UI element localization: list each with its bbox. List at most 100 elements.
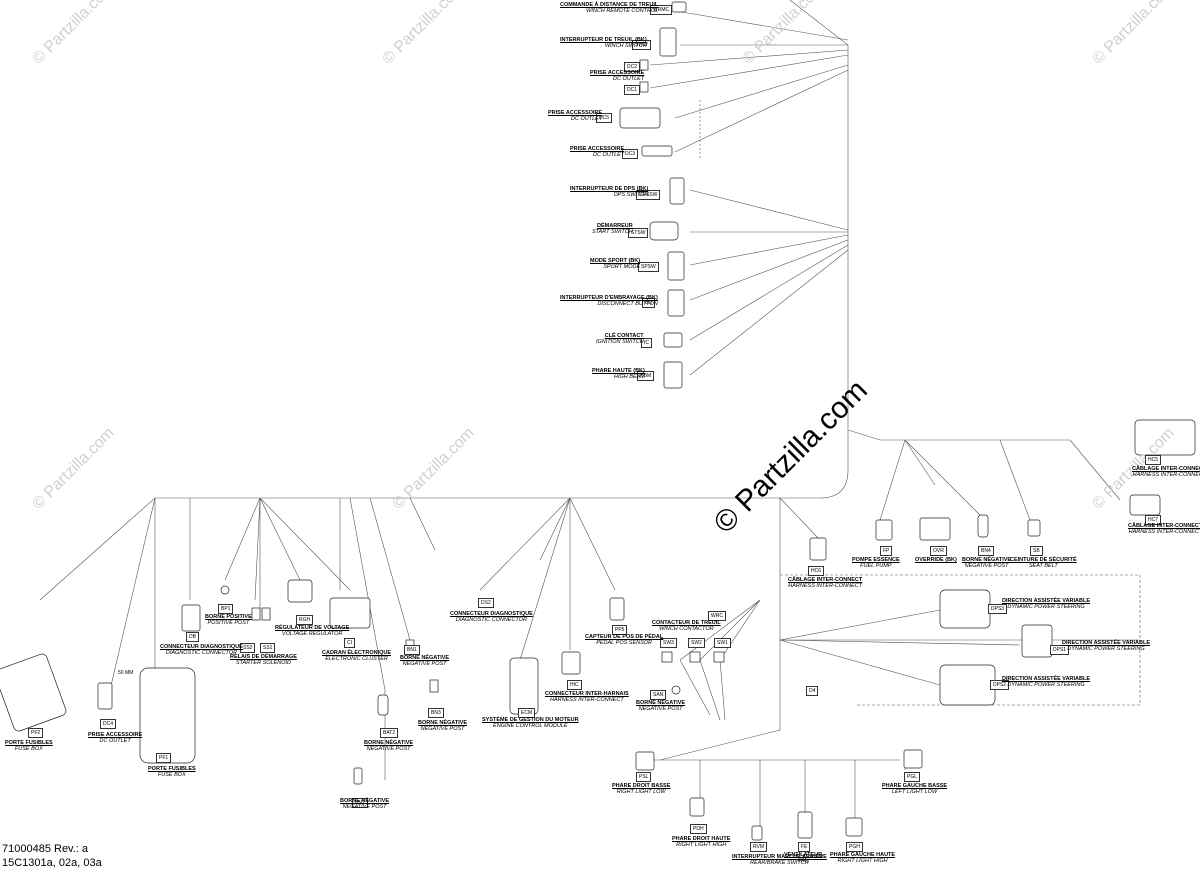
component-code: SW2 — [688, 638, 705, 648]
connector-dc2 — [639, 59, 649, 71]
component-label-en: LEFT LIGHT LOW — [891, 789, 938, 795]
connector-db — [181, 604, 201, 632]
component-code: SWW — [632, 40, 651, 50]
component-label-fr: OVERRIDE (BK) — [915, 557, 957, 563]
terminal-bn3 — [429, 679, 439, 693]
connector-hc5 — [1134, 419, 1196, 456]
component-code: DPSSW — [636, 190, 661, 200]
component-label-fr: RELAIS DE DÉMARRAGE — [230, 654, 297, 660]
component-label-en: NEGATIVE POST — [402, 661, 447, 667]
component-label-en: REAR/BRAKE SWITCH — [750, 860, 809, 866]
component-code: PP5 — [612, 625, 628, 635]
component-label-fr: PRISE ACCESSOIRE — [570, 146, 625, 152]
component-label-en: FAN — [797, 858, 809, 864]
component-label-en: DISCONNECT BUTTON — [597, 301, 658, 307]
component-label-fr: CONNECTEUR DIAGNOSTIQUE — [450, 611, 533, 617]
connector-sw1 — [713, 651, 725, 663]
component-label-fr: VENTILATEUR — [784, 852, 823, 858]
component-label-fr: PHARE GAUCHE HAUTE — [830, 852, 896, 858]
connector-sw2 — [689, 651, 701, 663]
component-code: PGH — [846, 842, 863, 852]
component-code: RVM — [750, 842, 768, 852]
component-code: PDH — [690, 824, 707, 834]
component-code: DB — [186, 632, 199, 642]
connector-dps3 — [939, 589, 991, 629]
component-label-fr: PHARE DROIT HAUTE — [672, 836, 731, 842]
component-code: WRC — [708, 611, 726, 621]
component-label-en: POSITIVE POST — [207, 620, 250, 626]
component-label-fr: INTERRUPTEUR DE DPS (BK) — [570, 186, 649, 192]
connector-dc5 — [619, 107, 661, 129]
connector-dc3 — [641, 145, 673, 157]
connector-dc1 — [639, 81, 649, 93]
connector-psl — [635, 751, 655, 771]
component-code: BN2 — [352, 798, 368, 808]
component-code: STSW — [628, 228, 649, 238]
component-label-en: SEAT BELT — [1028, 563, 1058, 569]
component-label: PHARE HAUTE (BK)HIGH BEAM — [592, 368, 645, 380]
component-label-fr: DIRECTION ASSISTÉE VARIABLE — [1062, 640, 1151, 646]
component-label-en: NEGATIVE POST — [366, 746, 411, 752]
component-code: HBM — [637, 371, 655, 381]
component-code: DPS1 — [1050, 645, 1070, 655]
component-code: DPS2 — [990, 680, 1010, 690]
component-label-fr: CLÉ CONTACT — [604, 333, 644, 339]
component-code: DC5 — [596, 113, 613, 123]
component-code: FE — [798, 842, 811, 852]
connector-ci — [329, 597, 371, 629]
component-label-en: FUSE BOX — [157, 772, 186, 778]
component-label-fr: COMMANDE À DISTANCE DE TREUIL — [560, 2, 659, 8]
connector-pgl — [903, 749, 923, 769]
component-label-en: HARNESS INTER-CONNECT — [788, 583, 862, 589]
connector-hic — [561, 651, 581, 675]
connector-dc4 — [97, 682, 113, 710]
component-code: D4 — [806, 686, 819, 696]
connector-bd — [667, 289, 685, 317]
component-code: ECM — [518, 708, 536, 718]
component-code: DC2 — [624, 62, 641, 72]
component-label-fr: CÂBLAGE INTER-CONNECT — [1128, 523, 1200, 529]
component-label-en: DC OUTLET — [593, 152, 625, 158]
component-code: SPSW — [638, 262, 659, 272]
component-label-fr: BORNE NÉGATIVE — [418, 720, 468, 726]
component-label-en: DYNAMIC POWER STEERING — [1067, 646, 1145, 652]
connector-rgh — [287, 579, 313, 603]
component-label-en: HARNESS INTER-CONNECT — [1128, 529, 1200, 535]
component-label-fr: PORTE FUSIBLES — [5, 740, 53, 746]
component-label-en: DC OUTLET — [571, 116, 603, 122]
component-label-fr: POMPE ESSENCE — [852, 557, 900, 563]
component-label-fr: CÂBLAGE INTER-CONNECT — [788, 577, 863, 583]
component-label-fr: PRISE ACCESSOIRE — [590, 70, 645, 76]
component-label-fr: DIRECTION ASSISTÉE VARIABLE — [1002, 676, 1091, 682]
component-code: BN1 — [404, 645, 420, 655]
main-trunk-wire — [39, 0, 849, 601]
component-code: PF2 — [28, 728, 44, 738]
component-label-en: HARNESS INTER-CONNECT — [1132, 472, 1200, 478]
component-label: MODE SPORT (BK)SPORT MODE — [590, 258, 640, 270]
component-label-en: ENGINE CONTROL MODULE — [493, 723, 568, 729]
component-label-en: DYNAMIC POWER STEERING — [1007, 682, 1085, 688]
component-label-en: DIAGNOSTIC CONNECTOR — [165, 650, 237, 656]
component-code: SS2 — [240, 643, 256, 653]
component-label-fr: PHARE DROIT BASSE — [612, 783, 671, 789]
component-label-en: FUEL PUMP — [860, 563, 892, 569]
component-label-fr: CONNECTEUR DIAGNOSTIQUE — [160, 644, 243, 650]
dimension-label: 50 MM — [118, 670, 134, 676]
